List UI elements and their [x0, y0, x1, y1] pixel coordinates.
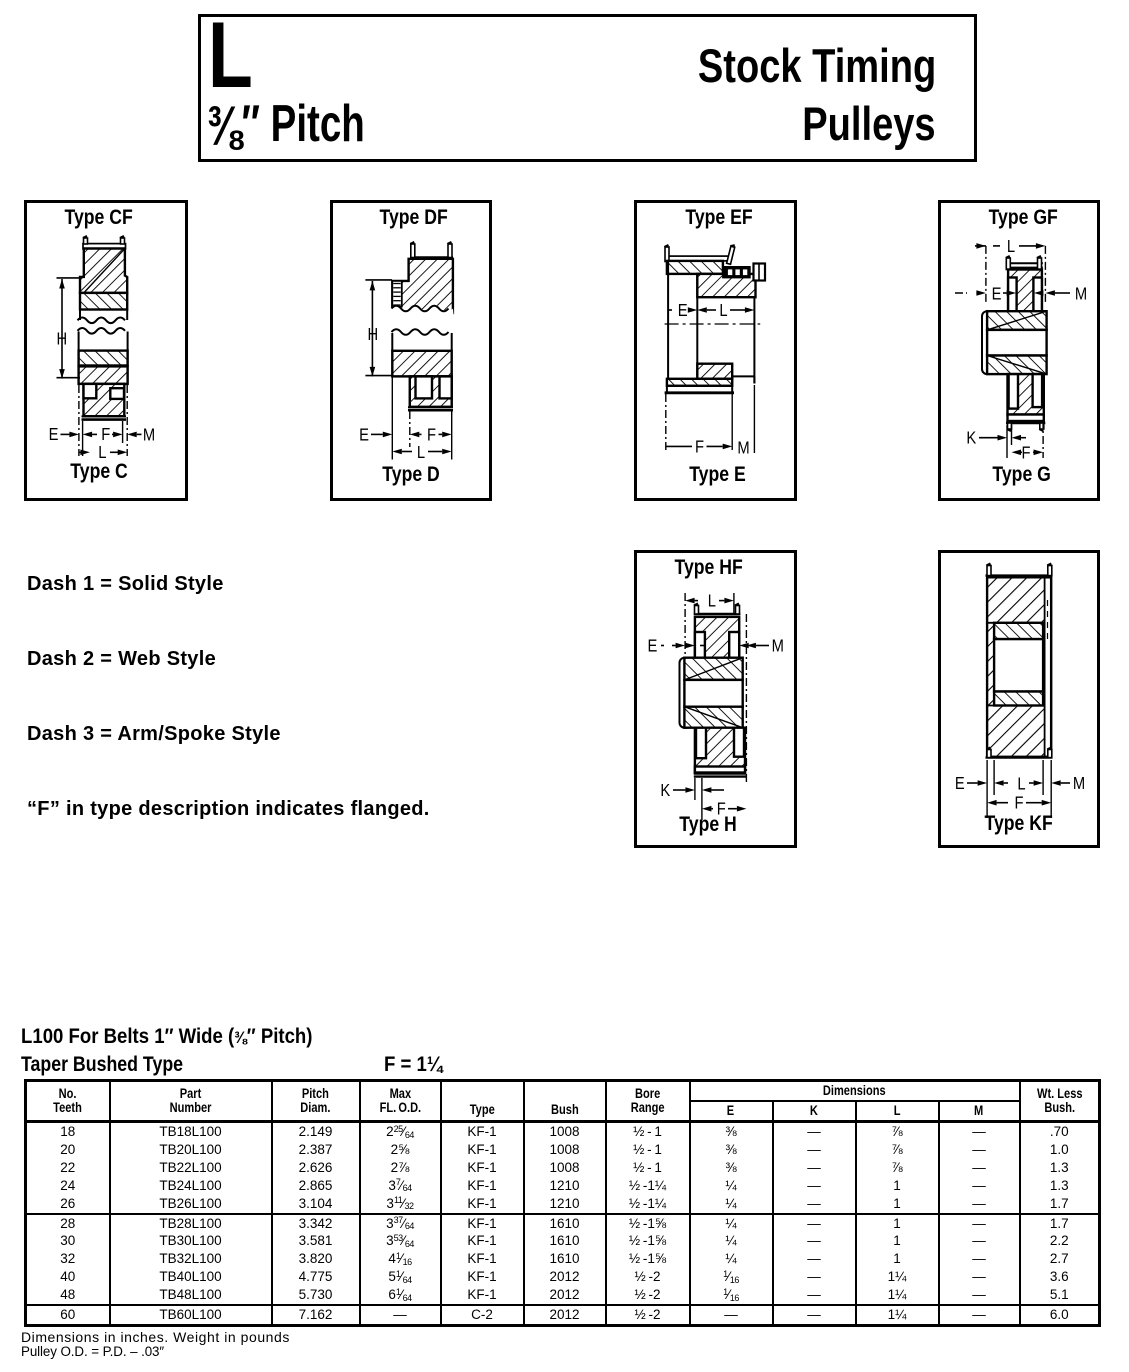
svg-text:E: E: [955, 774, 965, 794]
svg-text:K: K: [966, 428, 976, 448]
svg-text:E: E: [992, 284, 1002, 304]
svg-text:K: K: [660, 781, 670, 801]
svg-text:L: L: [1017, 774, 1025, 794]
svg-text:E: E: [359, 425, 369, 445]
svg-text:E: E: [678, 301, 688, 321]
svg-text:L: L: [1007, 236, 1015, 256]
svg-text:M: M: [772, 636, 784, 656]
svg-text:F: F: [427, 425, 436, 445]
svg-text:M: M: [1073, 774, 1085, 794]
svg-text:E: E: [49, 425, 59, 445]
svg-text:L: L: [417, 442, 425, 462]
svg-text:M: M: [143, 425, 155, 445]
svg-text:F: F: [695, 437, 704, 457]
svg-text:L: L: [98, 443, 106, 463]
svg-text:H: H: [56, 329, 67, 349]
svg-text:H: H: [367, 325, 378, 345]
svg-text:L: L: [719, 301, 727, 321]
svg-text:M: M: [1075, 284, 1087, 304]
svg-text:F: F: [101, 425, 110, 445]
svg-text:E: E: [647, 636, 657, 656]
svg-text:F: F: [1014, 793, 1023, 813]
svg-text:F: F: [1021, 443, 1030, 463]
svg-text:F: F: [717, 799, 726, 819]
svg-text:M: M: [737, 438, 749, 458]
svg-text:L: L: [708, 591, 716, 611]
